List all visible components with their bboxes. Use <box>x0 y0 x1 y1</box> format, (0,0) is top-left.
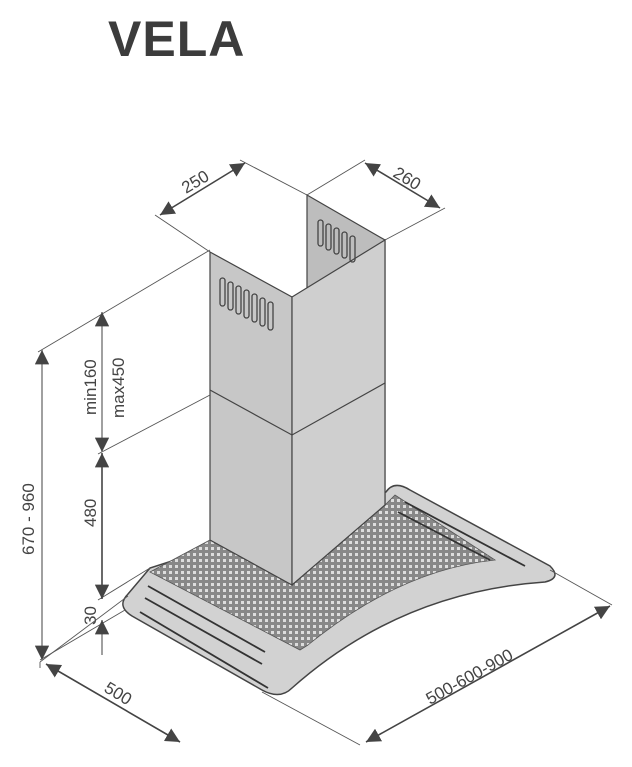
vent-slots-back <box>317 219 356 263</box>
label-upper-min: min160 <box>81 359 100 415</box>
label-total-height: 670 - 960 <box>19 483 38 555</box>
grease-filter-mesh <box>149 494 497 651</box>
dim-line-width <box>365 605 611 743</box>
chimney <box>209 193 386 587</box>
canopy-trim-lines <box>139 501 526 689</box>
label-chimney-width: 250 <box>178 167 212 198</box>
label-lower-height: 480 <box>81 499 100 527</box>
dim-line-chimney-width <box>159 162 246 216</box>
extension-lines <box>37 159 613 746</box>
label-chimney-depth: 260 <box>390 163 424 194</box>
product-title: VELA <box>108 11 246 67</box>
dim-line-depth <box>45 663 181 743</box>
label-canopy-height: 30 <box>81 606 100 625</box>
label-depth: 500 <box>101 678 135 709</box>
label-upper-max: max450 <box>109 358 128 418</box>
dim-line-chimney-depth <box>364 162 441 209</box>
vent-slots-front <box>219 277 274 331</box>
label-width: 500-600-900 <box>423 645 517 708</box>
